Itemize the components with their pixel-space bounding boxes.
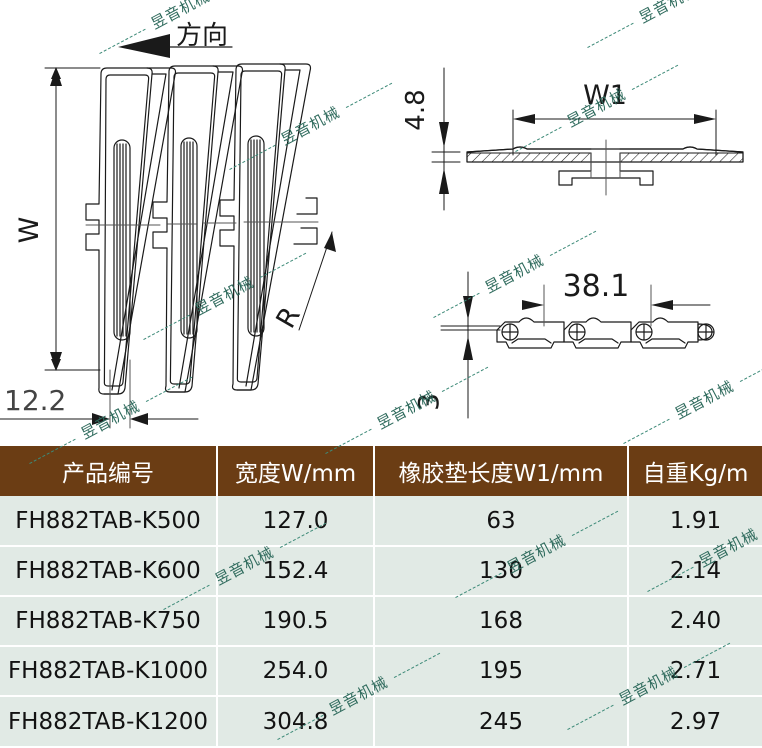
dimension-38-1-label: 38.1 bbox=[563, 269, 630, 304]
dimension-w bbox=[44, 67, 101, 371]
table-header-row: 产品编号 宽度W/mm 橡胶垫长度W1/mm 自重Kg/m bbox=[0, 446, 762, 496]
dimension-38-1 bbox=[522, 284, 711, 327]
cell-w1: 168 bbox=[374, 596, 629, 647]
column-header-pad-length: 橡胶垫长度W1/mm bbox=[374, 446, 629, 496]
direction-label: 方向 bbox=[176, 21, 228, 51]
cell-kg: 2.71 bbox=[628, 646, 762, 697]
dimension-w1 bbox=[512, 109, 717, 156]
cell-w1: 63 bbox=[374, 496, 629, 547]
cell-w: 127.0 bbox=[217, 496, 375, 547]
cell-kg: 2.97 bbox=[628, 696, 762, 746]
dimension-3 bbox=[463, 271, 473, 419]
dimension-4-8-label: 4.8 bbox=[401, 89, 431, 130]
cell-kg: 2.40 bbox=[628, 596, 762, 647]
cell-model: FH882TAB-K1000 bbox=[0, 646, 218, 697]
dimension-r bbox=[298, 231, 336, 331]
cell-w1: 195 bbox=[374, 646, 629, 697]
cell-model: FH882TAB-K600 bbox=[0, 546, 218, 597]
dimension-12-2-label: 12.2 bbox=[4, 384, 66, 417]
section-view bbox=[466, 139, 744, 196]
dimension-4-8 bbox=[431, 67, 461, 211]
top-view-plates bbox=[85, 63, 318, 395]
column-header-model: 产品编号 bbox=[0, 446, 218, 496]
cell-w: 304.8 bbox=[217, 696, 375, 746]
width-label-w1: W1 bbox=[583, 80, 627, 111]
engineering-drawing-area: 方向 W R 12.2 4.8 W1 38.1 3 bbox=[0, 21, 744, 429]
cell-model: FH882TAB-K750 bbox=[0, 596, 218, 647]
cell-w: 254.0 bbox=[217, 646, 375, 697]
column-header-width: 宽度W/mm bbox=[217, 446, 375, 496]
cell-w: 152.4 bbox=[217, 546, 375, 597]
cell-model: FH882TAB-K1200 bbox=[0, 696, 218, 746]
drawing-svg: 方向 W R 12.2 4.8 W1 38.1 3 bbox=[0, 21, 744, 429]
width-label-w: W bbox=[14, 217, 45, 244]
cell-kg: 1.91 bbox=[628, 496, 762, 547]
cell-w1: 130 bbox=[374, 546, 629, 597]
specification-table: 产品编号 宽度W/mm 橡胶垫长度W1/mm 自重Kg/m FH882TAB-K… bbox=[0, 446, 762, 746]
table-header: 产品编号 宽度W/mm 橡胶垫长度W1/mm 自重Kg/m bbox=[0, 446, 762, 496]
cell-kg: 2.14 bbox=[628, 546, 762, 597]
dimension-12-2 bbox=[0, 359, 199, 429]
radius-label-r: R bbox=[271, 302, 307, 334]
dimension-3-label: 3 bbox=[412, 393, 445, 411]
cell-w1: 245 bbox=[374, 696, 629, 746]
column-header-weight: 自重Kg/m bbox=[628, 446, 762, 496]
chain-side-view bbox=[440, 317, 715, 349]
direction-arrow bbox=[118, 34, 233, 58]
cell-w: 190.5 bbox=[217, 596, 375, 647]
cell-model: FH882TAB-K500 bbox=[0, 496, 218, 547]
